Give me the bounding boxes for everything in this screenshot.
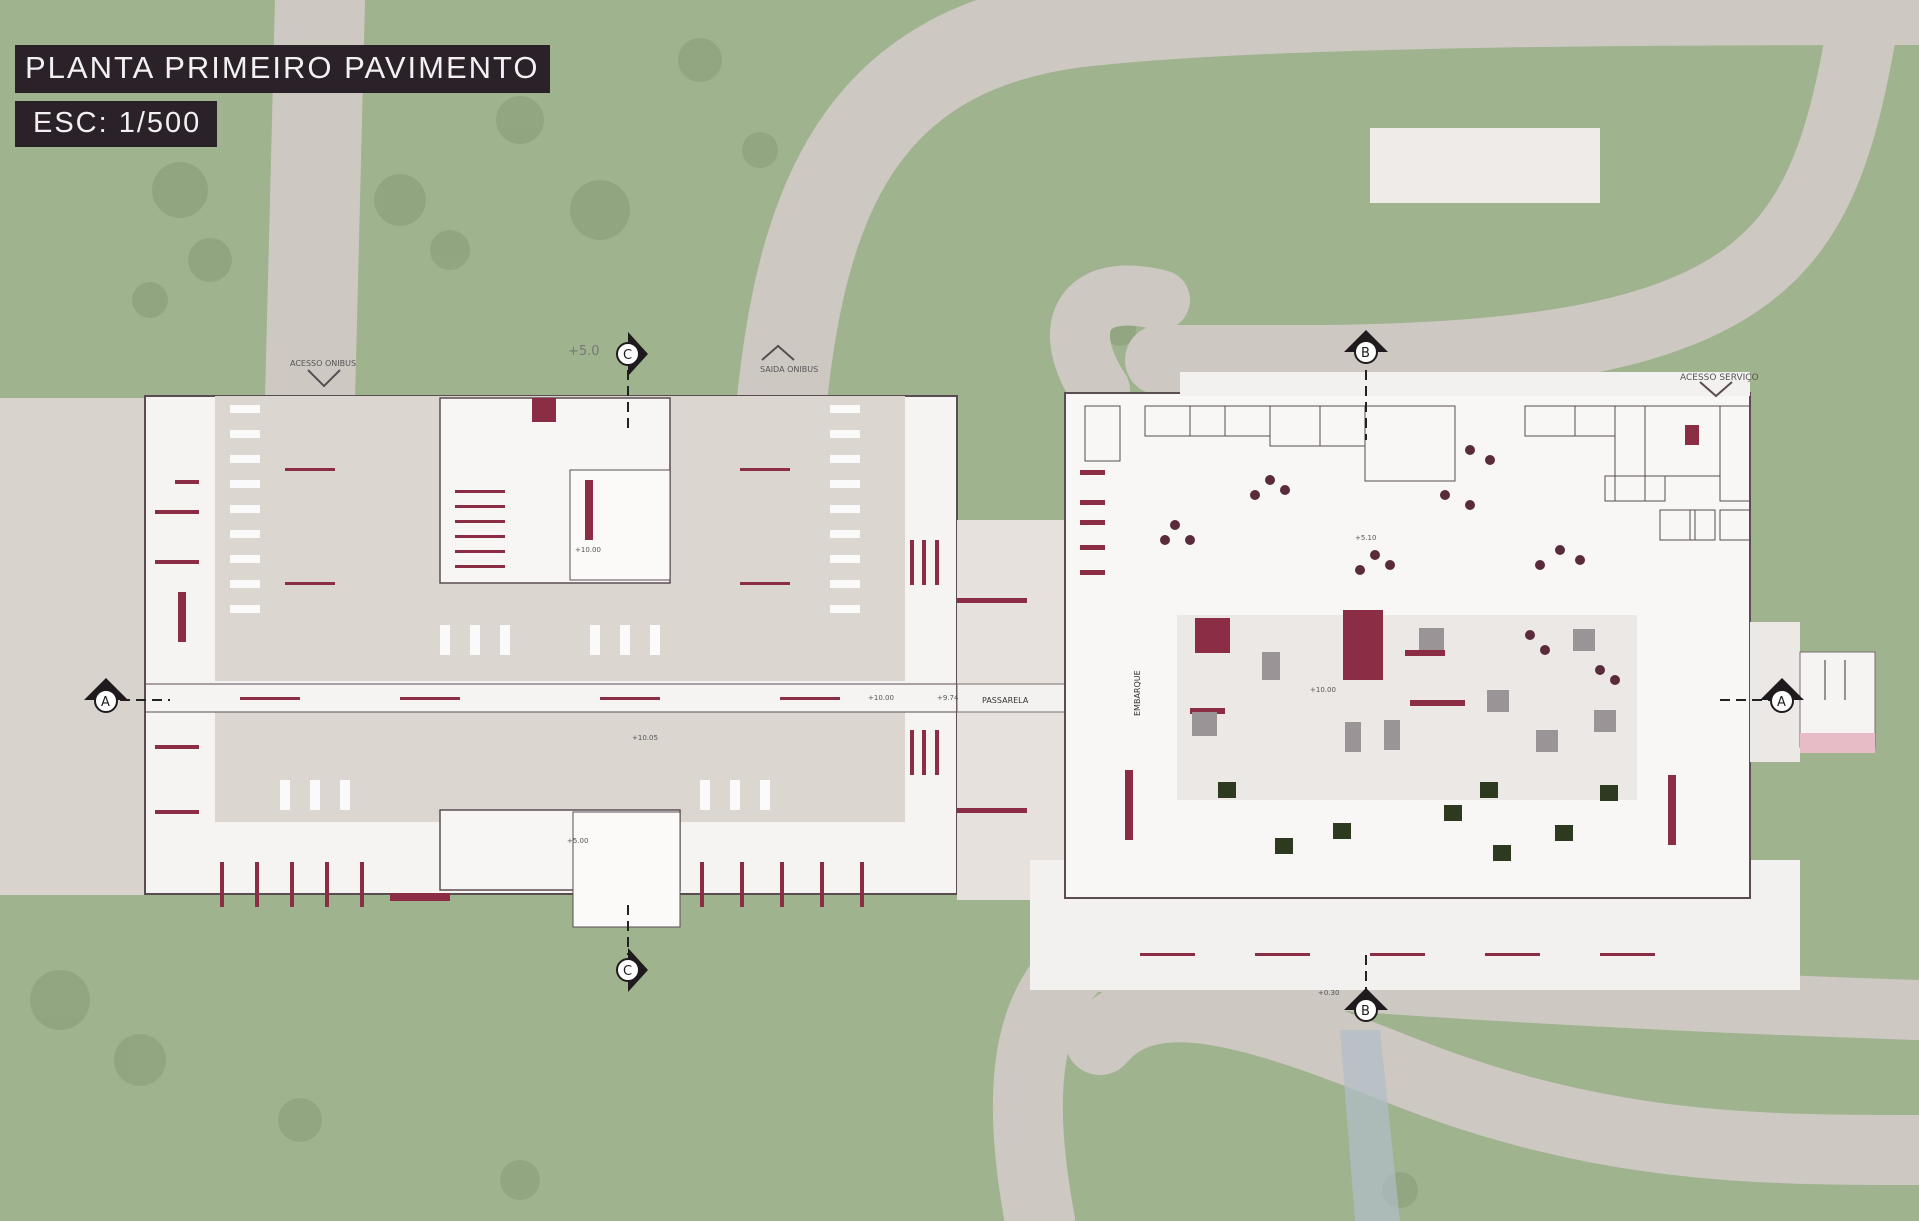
plan-scale: ESC: 1/500	[15, 101, 218, 147]
bus-terminal-building	[144, 395, 958, 928]
walkway-label: PASSARELA	[982, 696, 1029, 705]
section-marker-b-bottom: B	[1344, 988, 1388, 1022]
solar-panels	[1370, 128, 1600, 203]
svg-text:C: C	[623, 964, 632, 979]
level-mark: +5.0	[568, 344, 600, 359]
level-mark: +9.74	[937, 694, 959, 702]
service-access-label: ACESSO SERVIÇO	[1680, 373, 1759, 383]
stream	[1340, 1030, 1400, 1221]
level-mark: +10.00	[1310, 686, 1336, 694]
left-paved-area	[0, 398, 145, 895]
vegetation	[30, 38, 1418, 1208]
section-marker-c-top: C	[616, 332, 648, 376]
level-mark: +5.10	[1355, 534, 1376, 542]
svg-text:C: C	[623, 348, 632, 363]
bus-entry-label: ACESSO ONIBUS	[290, 359, 356, 368]
section-marker-b-top: B	[1344, 330, 1388, 364]
section-marker-c-bottom: C	[616, 948, 648, 992]
plan-title: PLANTA PRIMEIRO PAVIMENTO	[15, 45, 550, 93]
svg-text:A: A	[101, 695, 110, 710]
level-mark: +10.00	[868, 694, 894, 702]
svg-text:B: B	[1361, 346, 1370, 361]
section-marker-a-left: A	[84, 678, 128, 713]
section-marker-a-right: A	[1760, 678, 1804, 713]
svg-text:A: A	[1777, 695, 1786, 710]
svg-text:B: B	[1361, 1004, 1370, 1019]
boarding-label: EMBARQUE	[1133, 670, 1142, 716]
access-markers	[307, 344, 1733, 398]
bus-exit-label: SAIDA ONIBUS	[760, 365, 818, 374]
east-platform	[1799, 651, 1876, 753]
level-mark: +5.00	[567, 837, 588, 845]
main-hall-building	[1030, 372, 1870, 990]
level-mark: +10.00	[575, 546, 601, 554]
level-mark: +0.30	[1318, 989, 1339, 997]
level-mark: +10.05	[632, 734, 658, 742]
walkway: PASSARELA	[956, 520, 1068, 900]
